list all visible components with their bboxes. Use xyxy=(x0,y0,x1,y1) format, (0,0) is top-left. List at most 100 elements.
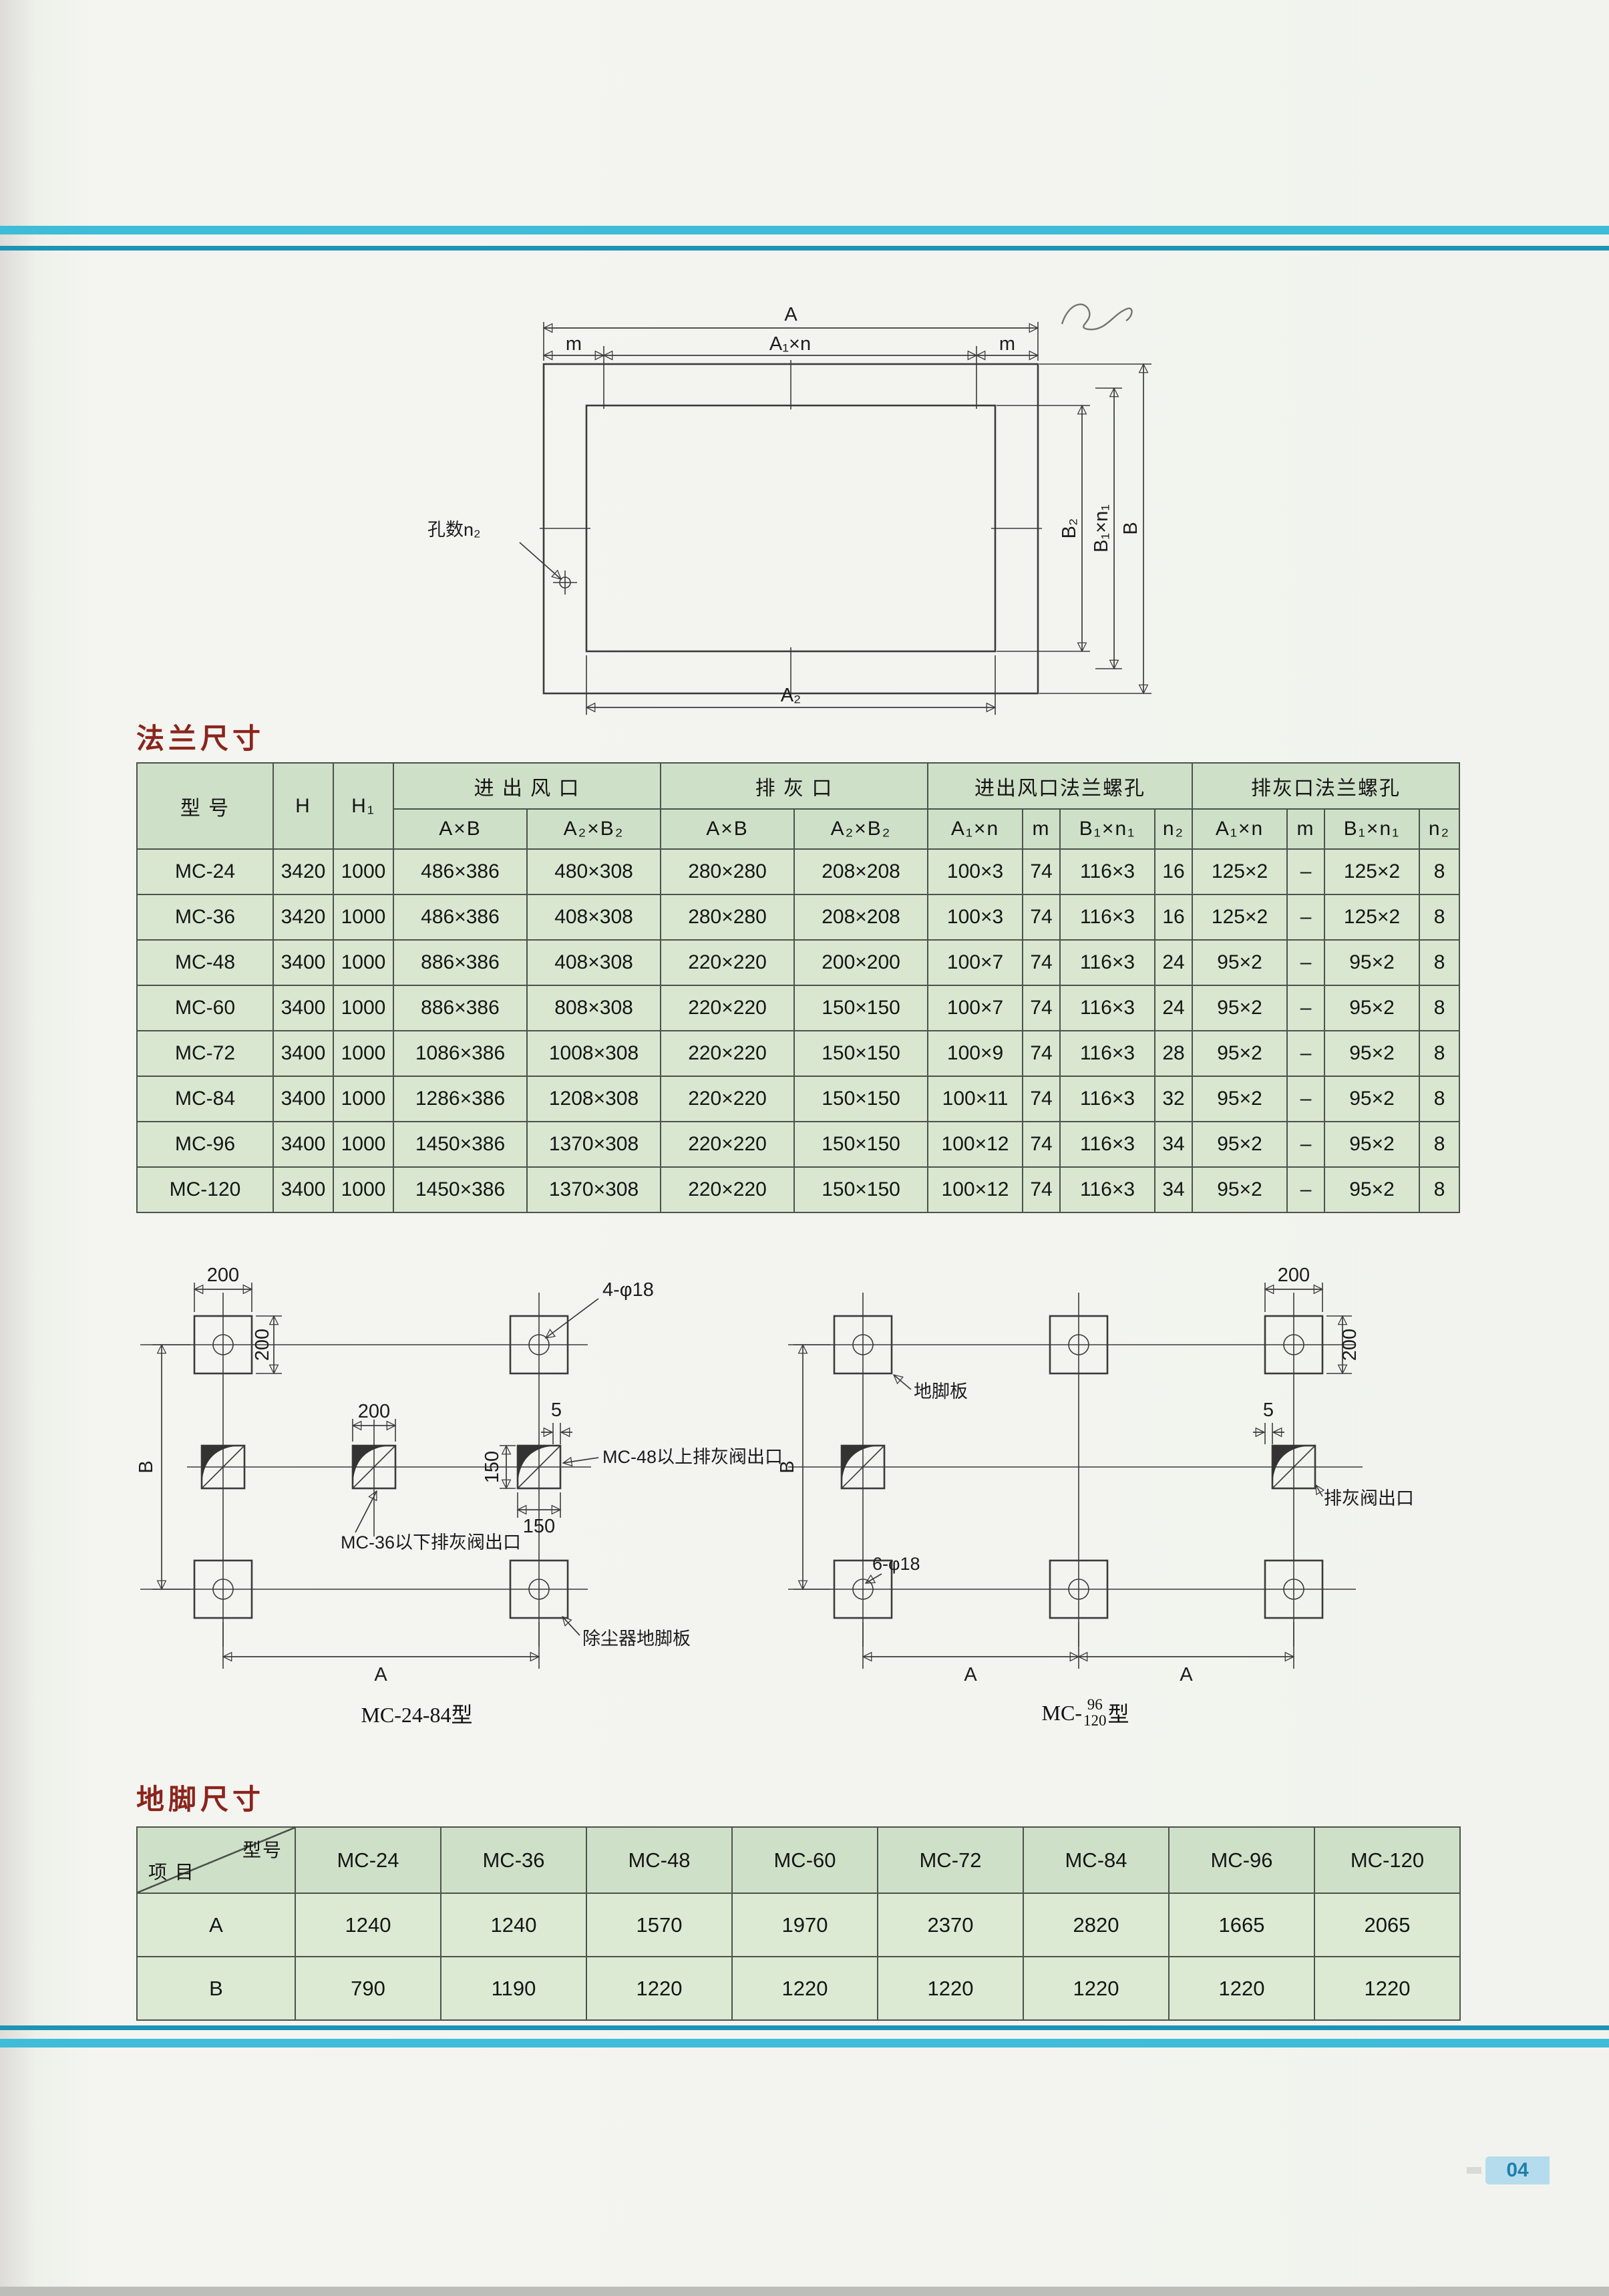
table-cell: 95×2 xyxy=(1324,985,1421,1031)
foot-plates xyxy=(833,1315,1324,1619)
model-header: MC-120 xyxy=(1314,1826,1461,1894)
table-cell: 74 xyxy=(1022,1076,1061,1122)
table-cell: 1370×308 xyxy=(526,1166,662,1213)
flange-outline xyxy=(540,346,1042,697)
dim-label-b: B xyxy=(1120,522,1141,534)
col-header-model: 型 号 xyxy=(136,762,274,850)
table-cell: 95×2 xyxy=(1192,1030,1288,1077)
sub-header: B₁×n₁ xyxy=(1059,808,1156,850)
flange-table-header-row-2: A×B A₂×B₂ A×B A₂×B₂ A₁×n m B₁×n₁ n₂ A₁×n… xyxy=(137,808,1461,850)
table-cell: 408×308 xyxy=(526,939,662,986)
table-cell: 125×2 xyxy=(1324,848,1421,895)
caption-suffix: 型 xyxy=(1107,1702,1129,1727)
dim-b: B xyxy=(136,1460,157,1473)
foot-plate-label: 除尘器地脚板 xyxy=(582,1629,691,1649)
table-cell: B xyxy=(136,1956,296,2021)
table-cell: 808×308 xyxy=(526,985,662,1031)
sub-header: A₁×n xyxy=(927,808,1024,850)
table-cell: MC-84 xyxy=(136,1076,274,1122)
table-cell: 220×220 xyxy=(660,1166,795,1213)
sub-header: n₂ xyxy=(1154,808,1194,850)
table-cell: 125×2 xyxy=(1324,894,1421,941)
table-cell: 1220 xyxy=(1023,1956,1170,2021)
table-cell: 116×3 xyxy=(1059,939,1156,986)
table-cell: 790 xyxy=(295,1956,441,2021)
table-cell: 95×2 xyxy=(1324,1166,1421,1213)
table-cell: – xyxy=(1286,1121,1326,1168)
table-cell: 1370×308 xyxy=(526,1121,662,1168)
sub-header: m xyxy=(1286,808,1326,850)
table-cell: 3400 xyxy=(273,1166,334,1213)
dimensions: 200 200 4-φ18 200 5 150 xyxy=(136,1265,654,1685)
bottom-rule-thin xyxy=(0,2025,1609,2030)
valve-lower-label: MC-36以下排灰阀出口 xyxy=(341,1532,521,1552)
flange-table: 型 号 H H₁ 进 出 风 口 排 灰 口 进出风口法兰螺孔 排灰口法兰螺孔 … xyxy=(136,762,1461,1213)
table-cell: 480×308 xyxy=(526,848,662,895)
table-cell: 100×7 xyxy=(927,939,1024,986)
table-cell: 74 xyxy=(1022,1166,1061,1213)
table-cell: 1000 xyxy=(333,939,394,986)
col-group-ash-bolt: 排灰口法兰螺孔 xyxy=(1192,762,1461,810)
table-cell: 100×3 xyxy=(927,894,1024,941)
table-cell: 208×208 xyxy=(793,894,929,941)
dim-a2: A xyxy=(1180,1664,1193,1685)
flange-section-title: 法兰尺寸 xyxy=(136,723,265,754)
table-cell: 95×2 xyxy=(1192,1121,1288,1168)
table-cell: 3420 xyxy=(273,848,334,895)
col-group-ash: 排 灰 口 xyxy=(660,762,929,810)
table-cell: 280×280 xyxy=(660,848,795,895)
caption-prefix: MC- xyxy=(1041,1700,1082,1725)
foot-plates xyxy=(193,1315,569,1619)
callouts: MC-48以上排灰阀出口 MC-36以下排灰阀出口 除尘器地脚板 xyxy=(341,1447,783,1649)
table-cell: – xyxy=(1286,939,1326,986)
table-cell: 2370 xyxy=(877,1893,1024,1957)
dim-5: 5 xyxy=(1263,1400,1274,1421)
dim-b: B xyxy=(777,1460,798,1473)
table-cell: – xyxy=(1286,1076,1326,1122)
table-cell: 74 xyxy=(1022,894,1061,941)
table-cell: 95×2 xyxy=(1192,985,1288,1031)
table-cell: MC-72 xyxy=(136,1030,274,1077)
table-cell: 220×220 xyxy=(660,985,795,1031)
table-cell: – xyxy=(1286,1166,1326,1213)
table-cell: 95×2 xyxy=(1324,1030,1421,1077)
table-cell: MC-96 xyxy=(136,1121,274,1168)
table-cell: 220×220 xyxy=(660,939,795,986)
dim-label-a1n: A₁×n xyxy=(769,333,811,355)
table-cell: 95×2 xyxy=(1324,939,1421,986)
ash-valve-outlets xyxy=(840,1444,1316,1490)
table-cell: 100×12 xyxy=(927,1166,1024,1213)
foot-plate-label: 地脚板 xyxy=(914,1381,968,1402)
table-cell: 95×2 xyxy=(1192,1166,1288,1213)
sub-header: B₁×n₁ xyxy=(1324,808,1421,850)
col-header-h: H xyxy=(273,762,334,850)
table-cell: 95×2 xyxy=(1324,1121,1421,1168)
dim-label-m-left: m xyxy=(566,333,582,355)
table-cell: 8 xyxy=(1419,1121,1461,1168)
table-cell: 1240 xyxy=(295,1893,441,1957)
dim-label-b2: B₂ xyxy=(1059,518,1080,539)
model-header: MC-84 xyxy=(1023,1826,1170,1894)
table-cell: 116×3 xyxy=(1059,985,1156,1031)
table-cell: – xyxy=(1286,985,1326,1031)
table-cell: 1086×386 xyxy=(393,1030,528,1077)
table-cell: 220×220 xyxy=(660,1076,795,1122)
table-cell: 1000 xyxy=(333,985,394,1031)
table-cell: 100×3 xyxy=(927,848,1024,895)
table-cell: 150×150 xyxy=(793,1076,929,1122)
table-cell: 1000 xyxy=(333,894,394,941)
table-cell: 125×2 xyxy=(1192,848,1288,895)
table-cell: 74 xyxy=(1022,1121,1061,1168)
table-cell: 74 xyxy=(1022,848,1061,895)
table-cell: 74 xyxy=(1022,939,1061,986)
sub-header: n₂ xyxy=(1419,808,1461,850)
centerlines xyxy=(788,1293,1363,1647)
bolt-spec-label: 4-φ18 xyxy=(602,1279,654,1301)
table-cell: – xyxy=(1286,1030,1326,1077)
